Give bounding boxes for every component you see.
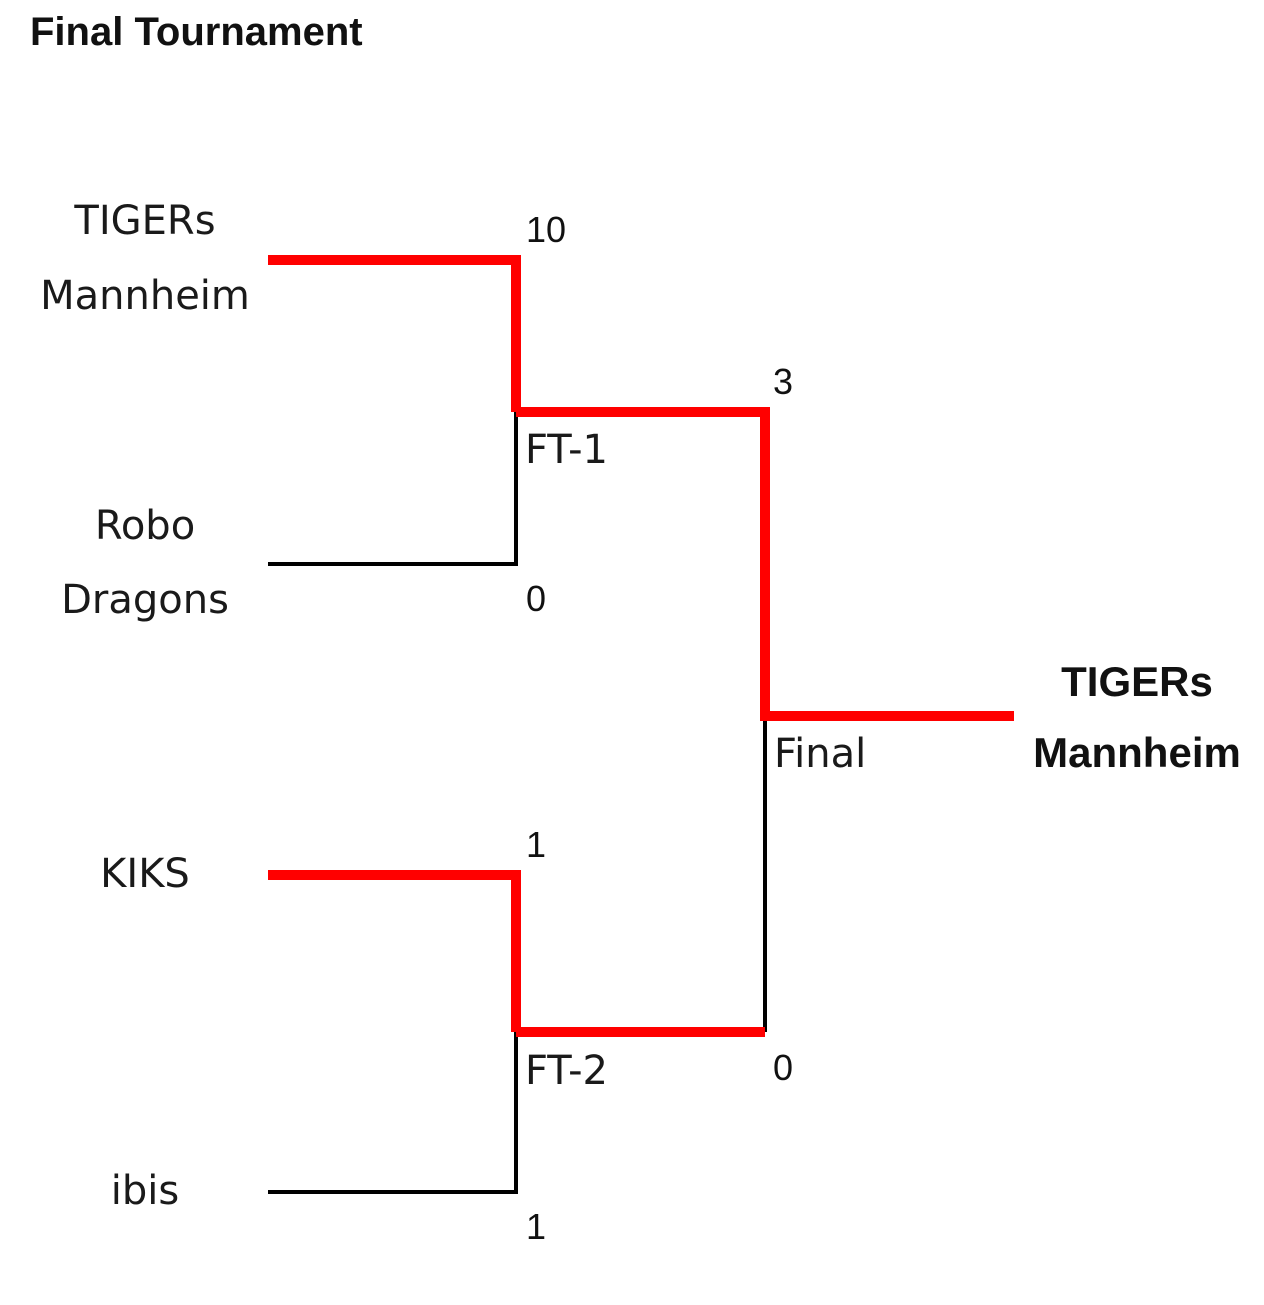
ft2-kiks-winner-path bbox=[268, 870, 521, 1032]
ft1-robodragons-path bbox=[268, 412, 518, 566]
ft2-score-bottom: 1 bbox=[526, 1206, 546, 1247]
team-1-name-line1: TIGERs bbox=[73, 198, 215, 244]
ft2-ibis-path bbox=[268, 1032, 518, 1194]
final-score-top: 3 bbox=[773, 361, 793, 402]
final-score-bottom: 0 bbox=[773, 1047, 793, 1088]
final-winner-path bbox=[516, 407, 1014, 721]
ft1-score-bottom: 0 bbox=[526, 578, 546, 619]
ft1-score-top: 10 bbox=[526, 209, 566, 250]
team-1-name-line2: Mannheim bbox=[40, 273, 250, 319]
page-title: Final Tournament bbox=[30, 10, 363, 54]
team-2-name-line1: Robo bbox=[95, 503, 195, 549]
team-2-name-line2: Dragons bbox=[61, 577, 229, 623]
champion-name-line2: Mannheim bbox=[1033, 729, 1241, 776]
ft2-score-top: 1 bbox=[526, 824, 546, 865]
ft2-match-label: FT-2 bbox=[525, 1048, 608, 1094]
ft1-tigers-winner-path bbox=[268, 255, 521, 412]
team-3-name: KIKS bbox=[100, 851, 190, 897]
ft1-match-label: FT-1 bbox=[525, 427, 608, 473]
team-4-name: ibis bbox=[111, 1168, 179, 1214]
champion-name-line1: TIGERs bbox=[1061, 658, 1213, 705]
final-match-label: Final bbox=[774, 731, 866, 777]
